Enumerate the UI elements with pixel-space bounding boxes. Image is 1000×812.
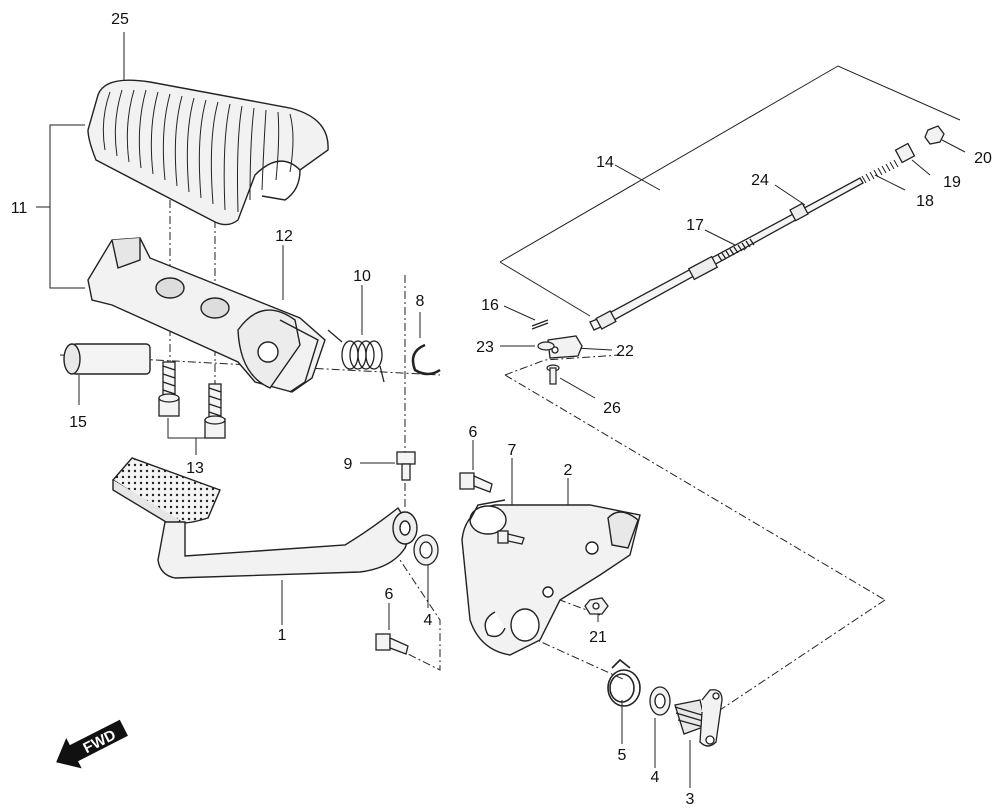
callout-label: 6: [469, 424, 478, 441]
clevis-joint: [547, 335, 583, 359]
callout-label: 20: [974, 150, 992, 167]
brake-shaft-lever: [674, 689, 723, 747]
callout-label: 18: [916, 193, 934, 210]
return-spring: [607, 658, 641, 707]
cotter-pin: [531, 319, 549, 330]
callout-label: 25: [111, 11, 129, 28]
callout-label: 6: [385, 586, 394, 603]
callout-label: 4: [651, 769, 660, 786]
pivot-bolt: [396, 451, 416, 481]
washer: [413, 534, 439, 566]
clevis-washer: [537, 341, 555, 351]
callout-label: 15: [69, 414, 87, 431]
callout-label: 12: [275, 228, 293, 245]
flange-bolt: [459, 472, 493, 493]
callout-label: 16: [481, 297, 499, 314]
callout-label: 14: [596, 154, 614, 171]
arrow-left-icon: [56, 719, 128, 769]
footrest-bracket: [87, 237, 326, 393]
callout-label: 23: [476, 339, 494, 356]
callout-label: 7: [508, 442, 517, 459]
callout-label: 2: [564, 462, 573, 479]
callout-label: 19: [943, 174, 961, 191]
callout-label: 22: [616, 343, 634, 360]
adjusting-nut: [924, 125, 945, 145]
forward-direction-arrow: FWD: [56, 719, 128, 769]
callout-labels: 1 2 3 4 4 5 6 6 7 8 9 10 11 12 13 14 15 …: [11, 11, 992, 808]
e-clip: [411, 343, 441, 376]
callout-label: 5: [618, 747, 627, 764]
callout-label: 1: [278, 627, 287, 644]
pedal-bracket-plate: [461, 499, 641, 656]
bracket-screw: [497, 530, 525, 545]
footrest-pin: [63, 343, 151, 375]
callout-label: 26: [603, 400, 621, 417]
hex-nut: [584, 597, 609, 615]
clevis-pin: [546, 364, 560, 385]
callout-label: 10: [353, 268, 371, 285]
callout-label: 9: [344, 456, 353, 473]
brake-cable-assembly: [589, 177, 864, 331]
callout-label: 4: [424, 612, 433, 629]
socket-bolts: [158, 361, 226, 439]
torsion-spring: [327, 329, 385, 383]
callout-label: 21: [589, 629, 607, 646]
flange-bolt: [375, 633, 409, 655]
callout-label: 8: [416, 293, 425, 310]
washer: [649, 686, 671, 716]
callout-label: 24: [751, 172, 769, 189]
cable-collar: [894, 142, 916, 164]
brake-pedal-arm: [111, 457, 418, 579]
cable-spring: [861, 159, 899, 184]
footrest-rubber: [87, 79, 329, 226]
callout-label: 3: [686, 791, 695, 808]
callout-label: 13: [186, 460, 204, 477]
callout-label: 11: [11, 200, 28, 217]
callout-label: 17: [686, 217, 704, 234]
